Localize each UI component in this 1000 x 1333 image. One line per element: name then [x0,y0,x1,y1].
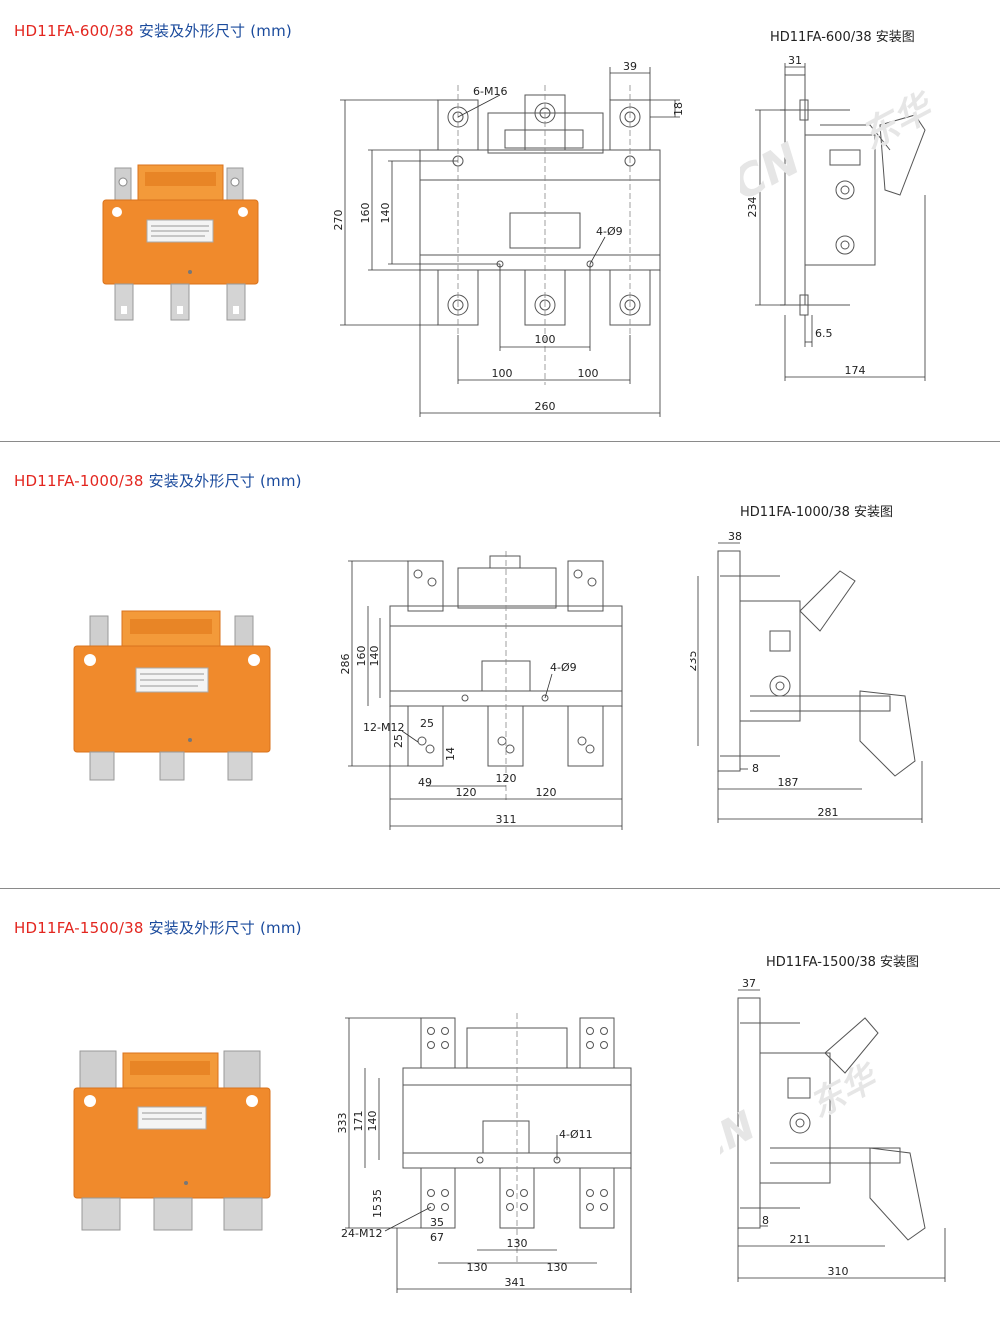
side-dim-small: 8 [762,1214,769,1227]
section-title: HD11FA-600/38 安装及外形尺寸 (mm) [14,20,292,41]
dim-b: 35 [371,1189,384,1203]
dim-pitch-right: 100 [578,367,599,380]
side-install-drawing: DHECN 东华 37 8 211 310 [720,978,946,1282]
side-dim-width: 281 [818,806,839,819]
dim-width: 341 [505,1276,526,1289]
section-title: HD11FA-1500/38 安装及外形尺寸 (mm) [14,917,302,938]
section-desc: 安装及外形尺寸 (mm) [143,919,302,937]
side-install-drawing: 38 235 8 187 281 [690,531,923,823]
dim-hole-spacing: 120 [496,772,517,785]
dim-pitch-right: 120 [536,786,557,799]
product-image [73,1050,271,1231]
separator [0,888,1000,889]
side-dim-top: 31 [788,55,802,67]
section-title: HD11FA-1000/38 安装及外形尺寸 (mm) [14,470,302,491]
thread-label: 12-M12 [363,721,404,734]
section-1500: HD11FA-1500/38 安装及外形尺寸 (mm) [0,893,1000,1333]
dim-pitch-right: 130 [547,1261,568,1274]
dim-pitch-left: 100 [492,367,513,380]
dim-hole-spacing: 100 [535,333,556,346]
dim-a: 15 [371,1204,384,1218]
hole-label: 4-Ø11 [559,1128,593,1141]
side-dim-top: 37 [742,978,756,990]
hole-label: 4-Ø9 [550,661,577,674]
dim-height-total: 270 [332,210,345,231]
dim-h2: 171 [352,1111,365,1132]
hole-label: 4-Ø9 [596,225,623,238]
product-image [102,164,259,321]
section-desc: 安装及外形尺寸 (mm) [133,22,292,40]
dim-pitch-left: 130 [467,1261,488,1274]
watermark-cn: 东华 [855,86,942,158]
dim-top-right: 39 [623,60,637,73]
dim-hole-spacing: 130 [507,1237,528,1250]
front-dimension-drawing: 286 160 140 12-M12 25 25 14 49 4-Ø9 120 … [339,551,623,830]
dim-h3: 140 [366,1111,379,1132]
dim-a: 25 [420,717,434,730]
side-dim-height: 235 [690,651,699,672]
dim-d: 49 [418,776,432,789]
dim-top-offset: 18 [672,102,685,116]
side-dim-width: 310 [828,1265,849,1278]
model-name: HD11FA-600/38 [14,22,134,40]
side-dim-top: 38 [728,531,742,543]
dim-b: 25 [392,734,405,748]
watermark-brand: DHECN [720,1103,763,1217]
dim-height-total: 333 [336,1113,349,1134]
section-desc: 安装及外形尺寸 (mm) [143,472,302,490]
dim-c: 35 [430,1216,444,1229]
dim-h2: 160 [355,646,368,667]
install-title: HD11FA-1500/38 安装图 [766,955,920,970]
dim-pitch-left: 120 [456,786,477,799]
product-image [73,610,271,781]
install-title: HD11FA-600/38 安装图 [770,30,915,45]
dim-c: 14 [444,747,457,761]
side-dim-depth: 211 [790,1233,811,1246]
dim-width: 260 [535,400,556,413]
separator [0,441,1000,442]
side-dim-depth: 187 [778,776,799,789]
front-dimension-drawing: 333 171 140 15 35 24-M12 35 67 4-Ø11 130… [336,1013,632,1293]
watermark-cn: 东华 [803,1057,885,1126]
dim-width: 311 [496,813,517,826]
thread-label: 6-M16 [473,85,507,98]
dim-d: 67 [430,1231,444,1244]
front-dimension-drawing: 270 160 140 39 18 6-M16 4-Ø9 100 100 100… [332,60,685,417]
side-dim-width: 174 [845,364,866,377]
watermark-brand: DHECN [740,133,809,259]
thread-label: 24-M12 [341,1227,382,1240]
side-dim-height: 234 [746,197,759,218]
install-title: HD11FA-1000/38 安装图 [740,505,894,520]
side-dim-small: 6.5 [815,327,833,340]
dim-height-total: 286 [339,654,352,675]
side-install-drawing: DHECN 东华 31 234 6.5 174 [740,55,942,381]
dim-h2: 160 [359,203,372,224]
model-name: HD11FA-1500/38 [14,919,144,937]
side-dim-small: 8 [752,762,759,775]
dim-h3: 140 [368,646,381,667]
dim-h3: 140 [379,203,392,224]
section-600: HD11FA-600/38 安装及外形尺寸 (mm) [0,0,1000,440]
model-name: HD11FA-1000/38 [14,472,144,490]
section-1000: HD11FA-1000/38 安装及外形尺寸 (mm) [0,446,1000,886]
